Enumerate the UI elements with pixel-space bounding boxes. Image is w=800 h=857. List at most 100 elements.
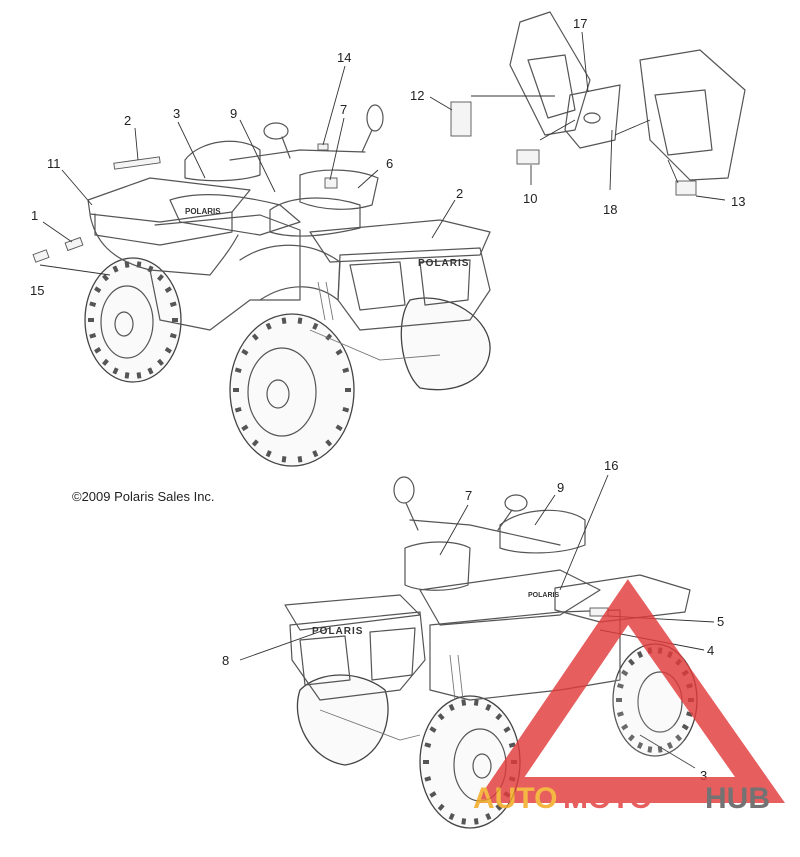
callout-2-upper-right: 2 [456, 186, 463, 201]
callout-9-upper: 9 [230, 106, 237, 121]
exploded-fenders [450, 11, 746, 196]
callout-2-upper-left: 2 [124, 113, 131, 128]
atv-rear-view: POLARIS POLARIS [32, 104, 491, 467]
callout-8: 8 [222, 653, 229, 668]
lower-rear-rack [554, 574, 691, 623]
lower-right-mirror [504, 494, 528, 512]
tread-block [627, 658, 635, 666]
decal-15 [32, 249, 50, 263]
tread-block [621, 723, 629, 731]
tire-tread [88, 261, 178, 379]
tread-block [617, 683, 624, 689]
tread-block [112, 265, 119, 273]
tread-block [281, 456, 287, 463]
decal-7-upper [324, 177, 338, 189]
tread-block [251, 333, 259, 341]
tread-block [124, 372, 130, 379]
callout-3-lower: 3 [700, 768, 707, 783]
tread-block [429, 791, 437, 798]
tread-block [312, 322, 319, 330]
tread-block [164, 286, 172, 294]
tread-block [429, 726, 437, 733]
lower-windshield-bag [499, 509, 586, 554]
tread-block [325, 439, 333, 447]
front-right-wheel [400, 297, 491, 391]
tread-block [437, 803, 445, 811]
tread-block [89, 301, 97, 307]
automotohub-watermark: AUTO MOTO HUB [473, 579, 786, 815]
tread-block [636, 741, 644, 750]
tread-block [234, 406, 242, 413]
tread-block [335, 424, 343, 432]
tread-block [342, 367, 350, 374]
tread-block [485, 703, 492, 711]
tread-block [241, 348, 249, 356]
tread-block [342, 406, 350, 413]
tread-block [234, 367, 242, 374]
tread-block [681, 723, 689, 731]
callout-13: 13 [731, 194, 745, 209]
callout-12: 12 [410, 88, 424, 103]
tread-block [147, 367, 154, 375]
headlight-pod [299, 169, 379, 210]
tread-block [88, 318, 94, 322]
tread-block [233, 388, 239, 392]
tread-block [169, 301, 177, 307]
left-front-fender-panel [509, 11, 591, 136]
tread-block [616, 698, 622, 702]
tread-block [325, 333, 333, 341]
callout-5: 5 [717, 614, 724, 629]
tread-block [647, 746, 653, 753]
tread-block [666, 741, 674, 750]
callout-1: 1 [31, 208, 38, 223]
decal-2-upper [113, 156, 161, 170]
tread-block [675, 734, 683, 742]
leader-lines [39, 31, 726, 769]
tread-block [345, 388, 351, 392]
tread-block [297, 317, 303, 324]
callout-3-upper: 3 [173, 106, 180, 121]
callout-14: 14 [337, 50, 351, 65]
copyright-text: ©2009 Polaris Sales Inc. [72, 489, 215, 504]
tread-block [112, 367, 119, 375]
center-panel [564, 84, 621, 149]
tread-block [241, 424, 249, 432]
fuel-tank [169, 193, 301, 236]
tread-block [617, 711, 624, 717]
tread-block [461, 818, 467, 825]
tread-block [424, 742, 432, 748]
tread-block [172, 318, 178, 322]
right-mirror [366, 104, 384, 132]
callout-15: 15 [30, 283, 44, 298]
watermark-auto: AUTO [473, 782, 557, 815]
callout-6: 6 [386, 156, 393, 171]
tread-block [297, 456, 303, 463]
tread-block [485, 813, 492, 821]
watermark-hub: HUB [705, 782, 770, 815]
tread-block [448, 813, 455, 821]
left-mirror [263, 122, 289, 140]
decal-polaris-front: POLARIS [418, 258, 469, 269]
tread-block [473, 699, 479, 706]
lower-body-panel [429, 609, 621, 701]
tread-block [147, 265, 154, 273]
lower-headlight-pod [404, 541, 471, 591]
lower-front-rack [284, 594, 421, 631]
watermark-moto: MOTO [563, 782, 652, 815]
lower-decal-polaris-front: POLARIS [312, 626, 363, 637]
callout-10: 10 [523, 191, 537, 206]
tread-block [265, 322, 272, 330]
lower-handlebar [409, 519, 561, 546]
tread-block [281, 317, 287, 324]
tread-block [94, 346, 102, 354]
seat [269, 197, 361, 237]
tread-block [503, 726, 511, 733]
callout-7-lower: 7 [465, 488, 472, 503]
tread-block [335, 348, 343, 356]
callout-7-upper: 7 [340, 102, 347, 117]
handlebar [229, 149, 366, 161]
side-body-panel [149, 214, 301, 331]
front-fender [239, 244, 341, 301]
tread-block [102, 358, 109, 366]
front-left-wheel [229, 313, 355, 467]
